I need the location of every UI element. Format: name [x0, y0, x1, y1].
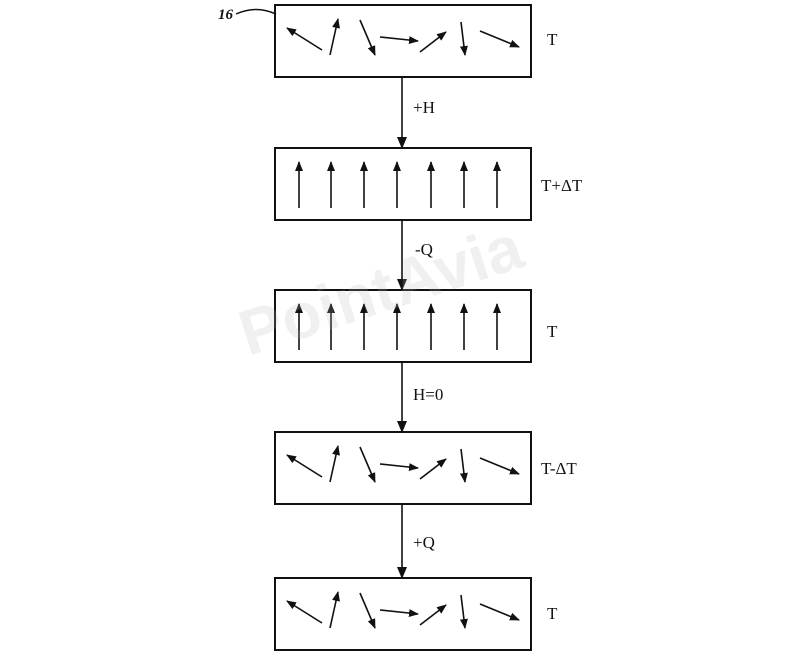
stage-1-spin-arrow-6 [459, 21, 468, 56]
transition-2-label: -Q [415, 240, 433, 259]
stage-4-spin-arrow-3 [359, 446, 376, 483]
stage-2-box [274, 147, 532, 221]
stage-3-box [274, 289, 532, 363]
stage-4-spin-arrow-5 [419, 458, 447, 480]
transition-4-label: +Q [413, 533, 435, 552]
stage-4-state-label: T-ΔT [541, 459, 577, 478]
stage-2-state-label: T+ΔT [541, 176, 583, 195]
stage-4-spin-arrow-7 [479, 457, 520, 475]
stage-1-spin-arrow-2 [329, 18, 340, 56]
stage-1-spin-arrow-4 [379, 36, 419, 45]
stage-5-spin-arrow-3 [359, 592, 376, 629]
stage-5-spin-arrow-7 [479, 603, 520, 621]
stage-1-box [274, 4, 532, 78]
stage-5-box [274, 577, 532, 651]
reference-leader-line [235, 8, 277, 15]
stage-4-spin-arrow-2 [329, 445, 340, 483]
stage-5-spin-arrow-6 [459, 594, 468, 629]
stage-1-spin-arrow-3 [359, 19, 376, 56]
stage-5-spin-arrow-4 [379, 609, 419, 618]
stage-1-spin-arrow-7 [479, 30, 520, 48]
spin-arrows [286, 18, 520, 629]
transition-3-label: H=0 [413, 385, 444, 404]
stage-5-spin-arrow-1 [286, 600, 323, 624]
transition-1-label: +H [413, 98, 435, 117]
stage-5-state-label: T [547, 604, 558, 623]
stage-3-state-label: T [547, 322, 558, 341]
stage-4-spin-arrow-1 [286, 454, 323, 478]
stage-1-spin-arrow-5 [419, 31, 447, 53]
stage-1-spin-arrow-1 [286, 27, 323, 51]
stage-4-spin-arrow-6 [459, 448, 468, 483]
stage-4-spin-arrow-4 [379, 463, 419, 472]
stage-4-box [274, 431, 532, 505]
stage-boxes [274, 4, 532, 651]
stage-5-spin-arrow-5 [419, 604, 447, 626]
reference-numeral: 16 [218, 7, 233, 23]
stage-1-state-label: T [547, 30, 558, 49]
stage-5-spin-arrow-2 [329, 591, 340, 629]
